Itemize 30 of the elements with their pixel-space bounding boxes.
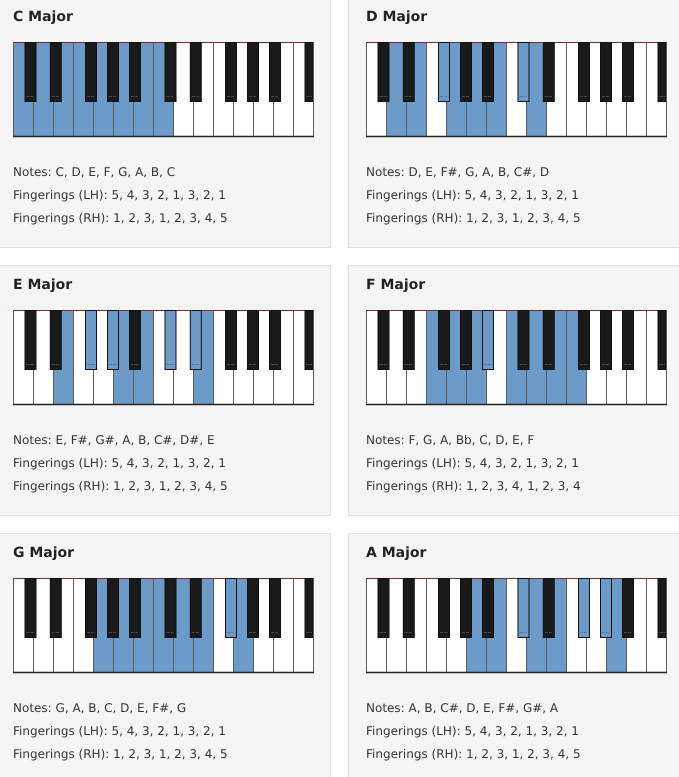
scale-card [348,0,679,248]
scale-title: G Major [13,544,74,562]
fingering-text: Fingerings (LH): 5, 4, 3, 2, 1, 3, 2, 1 [13,723,226,739]
scale-card [0,265,331,516]
fingering-text: Fingerings (LH): 5, 4, 3, 2, 1, 3, 2, 1 [366,187,579,203]
fingering-text: Fingerings (RH): 1, 2, 3, 1, 2, 3, 4, 5 [366,210,581,226]
notes-text: Notes: E, F#, G#, A, B, C#, D#, E [13,432,215,448]
fingering-text: Fingerings (LH): 5, 4, 3, 2, 1, 3, 2, 1 [366,455,579,471]
scale-title: F Major [366,276,426,294]
fingering-text: Fingerings (RH): 1, 2, 3, 4, 1, 2, 3, 4 [366,478,581,494]
fingering-text: Fingerings (RH): 1, 2, 3, 1, 2, 3, 4, 5 [366,746,581,762]
scale-card [348,265,679,516]
notes-text: Notes: C, D, E, F, G, A, B, C [13,164,176,180]
scale-card [348,533,679,777]
scale-title: C Major [13,8,73,26]
scale-card [0,0,331,248]
fingering-text: Fingerings (LH): 5, 4, 3, 2, 1, 3, 2, 1 [366,723,579,739]
fingering-text: Fingerings (LH): 5, 4, 3, 2, 1, 3, 2, 1 [13,187,226,203]
scale-title: E Major [13,276,72,294]
fingering-text: Fingerings (RH): 1, 2, 3, 1, 2, 3, 4, 5 [13,746,228,762]
notes-text: Notes: D, E, F#, G, A, B, C#, D [366,164,550,180]
notes-text: Notes: A, B, C#, D, E, F#, G#, A [366,700,558,716]
notes-text: Notes: F, G, A, Bb, C, D, E, F [366,432,534,448]
scale-card [0,533,331,777]
scale-title: D Major [366,8,428,26]
fingering-text: Fingerings (RH): 1, 2, 3, 1, 2, 3, 4, 5 [13,210,228,226]
scale-title: A Major [366,544,426,562]
notes-text: Notes: G, A, B, C, D, E, F#, G [13,700,186,716]
fingering-text: Fingerings (LH): 5, 4, 3, 2, 1, 3, 2, 1 [13,455,226,471]
fingering-text: Fingerings (RH): 1, 2, 3, 1, 2, 3, 4, 5 [13,478,228,494]
